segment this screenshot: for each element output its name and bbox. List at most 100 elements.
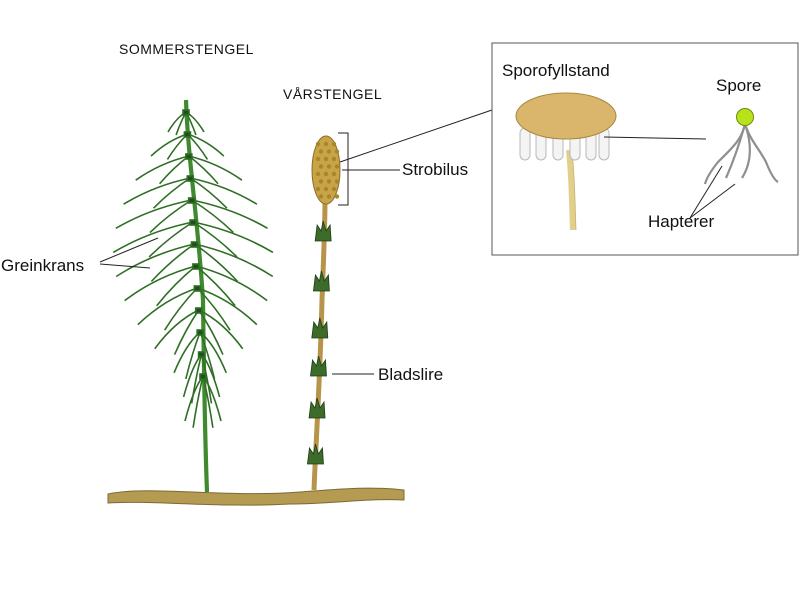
cone-scale: [315, 156, 321, 162]
branch-whorl-pointer-1: [99, 237, 159, 263]
branch: [194, 243, 274, 278]
cone-scale: [323, 171, 329, 177]
cone-scale: [326, 179, 332, 184]
cone-scale: [334, 179, 340, 184]
hapter-pointer-2: [689, 183, 736, 219]
branch: [192, 375, 204, 428]
node: [194, 307, 203, 314]
cone-scale: [331, 156, 337, 162]
cone-scale: [318, 149, 324, 154]
branch: [187, 133, 225, 157]
leaf-sheath: [311, 317, 329, 339]
inset-connector: [339, 109, 493, 163]
branch-whorl-label: Greinkrans: [1, 256, 85, 275]
sporophyll-stand-label: Sporofyllstand: [502, 61, 610, 80]
branch: [192, 221, 274, 254]
cone-scale: [323, 156, 329, 162]
branch: [173, 331, 201, 374]
node: [192, 263, 200, 270]
hapter-threads: [703, 123, 779, 185]
cone-scale: [326, 149, 332, 154]
cone-scale: [315, 141, 321, 147]
node: [199, 373, 207, 380]
strobilus-label: Strobilus: [402, 160, 469, 179]
spring-stem-heading: VÅRSTENGEL: [283, 86, 383, 102]
leaf-sheath: [312, 270, 330, 292]
leaf-sheath: [310, 355, 327, 377]
branch: [197, 287, 258, 326]
branch: [150, 133, 188, 157]
node: [185, 153, 193, 160]
cone-scale: [334, 194, 340, 199]
cone-scale: [323, 141, 329, 147]
branch: [191, 199, 268, 230]
spore-body: [736, 108, 754, 126]
branch: [148, 221, 194, 258]
branch: [137, 287, 198, 326]
sporophyll-stand-drawing: [515, 92, 707, 231]
node: [182, 109, 190, 116]
cone-scale: [318, 194, 324, 199]
branch: [188, 155, 243, 181]
hapter: [743, 123, 779, 183]
sporophyll-cap: [515, 92, 617, 140]
branch: [135, 155, 190, 181]
branch: [192, 221, 238, 258]
hapter: [724, 123, 747, 179]
branch: [123, 177, 191, 205]
branch: [124, 265, 197, 302]
leaf-sheath-label: Bladslire: [378, 365, 444, 384]
summer-stem-heading: SOMMERSTENGEL: [119, 41, 254, 57]
node: [193, 285, 202, 292]
leaf-sheath: [306, 443, 324, 465]
cone-scale: [326, 164, 332, 169]
sporophyll-pointer: [603, 136, 707, 140]
cone-texture: [315, 141, 340, 199]
branch: [154, 309, 200, 350]
leaf-sheaths: [306, 220, 332, 465]
branch: [115, 199, 192, 230]
cone-scale: [323, 186, 329, 192]
branch-whorls: [112, 109, 274, 428]
rhizome: [107, 487, 405, 506]
branch: [150, 243, 195, 282]
leaf-sheath: [308, 397, 326, 419]
branch: [195, 265, 268, 302]
spring-stem-plant: [306, 135, 341, 491]
branch: [194, 243, 239, 282]
spore-drawing: [689, 108, 779, 219]
cone-scale: [334, 149, 340, 154]
cone-scale: [331, 171, 337, 177]
branch-whorl-pointer-2: [99, 263, 151, 269]
summer-stem-plant: [112, 99, 274, 493]
branch: [115, 243, 195, 278]
sporangium: [519, 127, 531, 161]
hapter: [741, 123, 751, 179]
node: [187, 197, 196, 204]
branch: [112, 221, 194, 254]
hapters-label: Hapterer: [648, 212, 715, 231]
cone-scale: [326, 194, 332, 199]
spore-label: Spore: [716, 76, 762, 95]
branch: [190, 177, 258, 205]
branch: [202, 375, 214, 428]
sporophyll-stalk: [566, 149, 576, 231]
strobilus-cone: [311, 135, 341, 205]
cone-scale: [315, 171, 321, 177]
node: [186, 175, 195, 182]
branch: [198, 309, 244, 350]
cone-scale: [334, 164, 340, 169]
cone-scale: [315, 186, 321, 192]
node: [190, 241, 199, 248]
node: [189, 219, 197, 226]
node: [196, 329, 204, 336]
cone-scale: [331, 141, 337, 147]
cone-scale: [318, 164, 324, 169]
node: [183, 131, 192, 138]
node: [197, 351, 206, 358]
hapter-pointer-1: [689, 165, 723, 219]
cone-scale: [331, 186, 337, 192]
strobilus-bracket: [338, 132, 349, 206]
